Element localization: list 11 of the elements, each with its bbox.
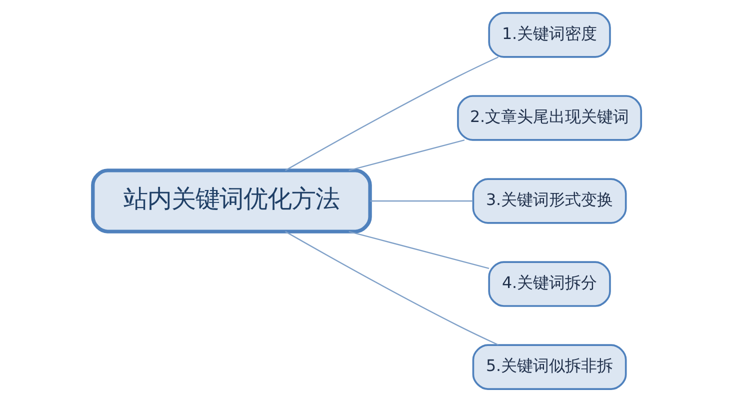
connector [370,200,473,202]
connector [348,230,490,270]
connector [285,231,499,346]
node-box: 3.关键词形式变换 [472,178,627,224]
node-box: 5.关键词似拆非拆 [472,344,627,390]
node-box: 2.文章头尾出现关键词 [457,95,642,141]
node-box: 1.关键词密度 [488,12,611,58]
node-box: 4.关键词拆分 [488,261,611,307]
connector [285,56,499,171]
node-box: 站内关键词优化方法 [91,168,372,234]
connector [348,139,465,172]
